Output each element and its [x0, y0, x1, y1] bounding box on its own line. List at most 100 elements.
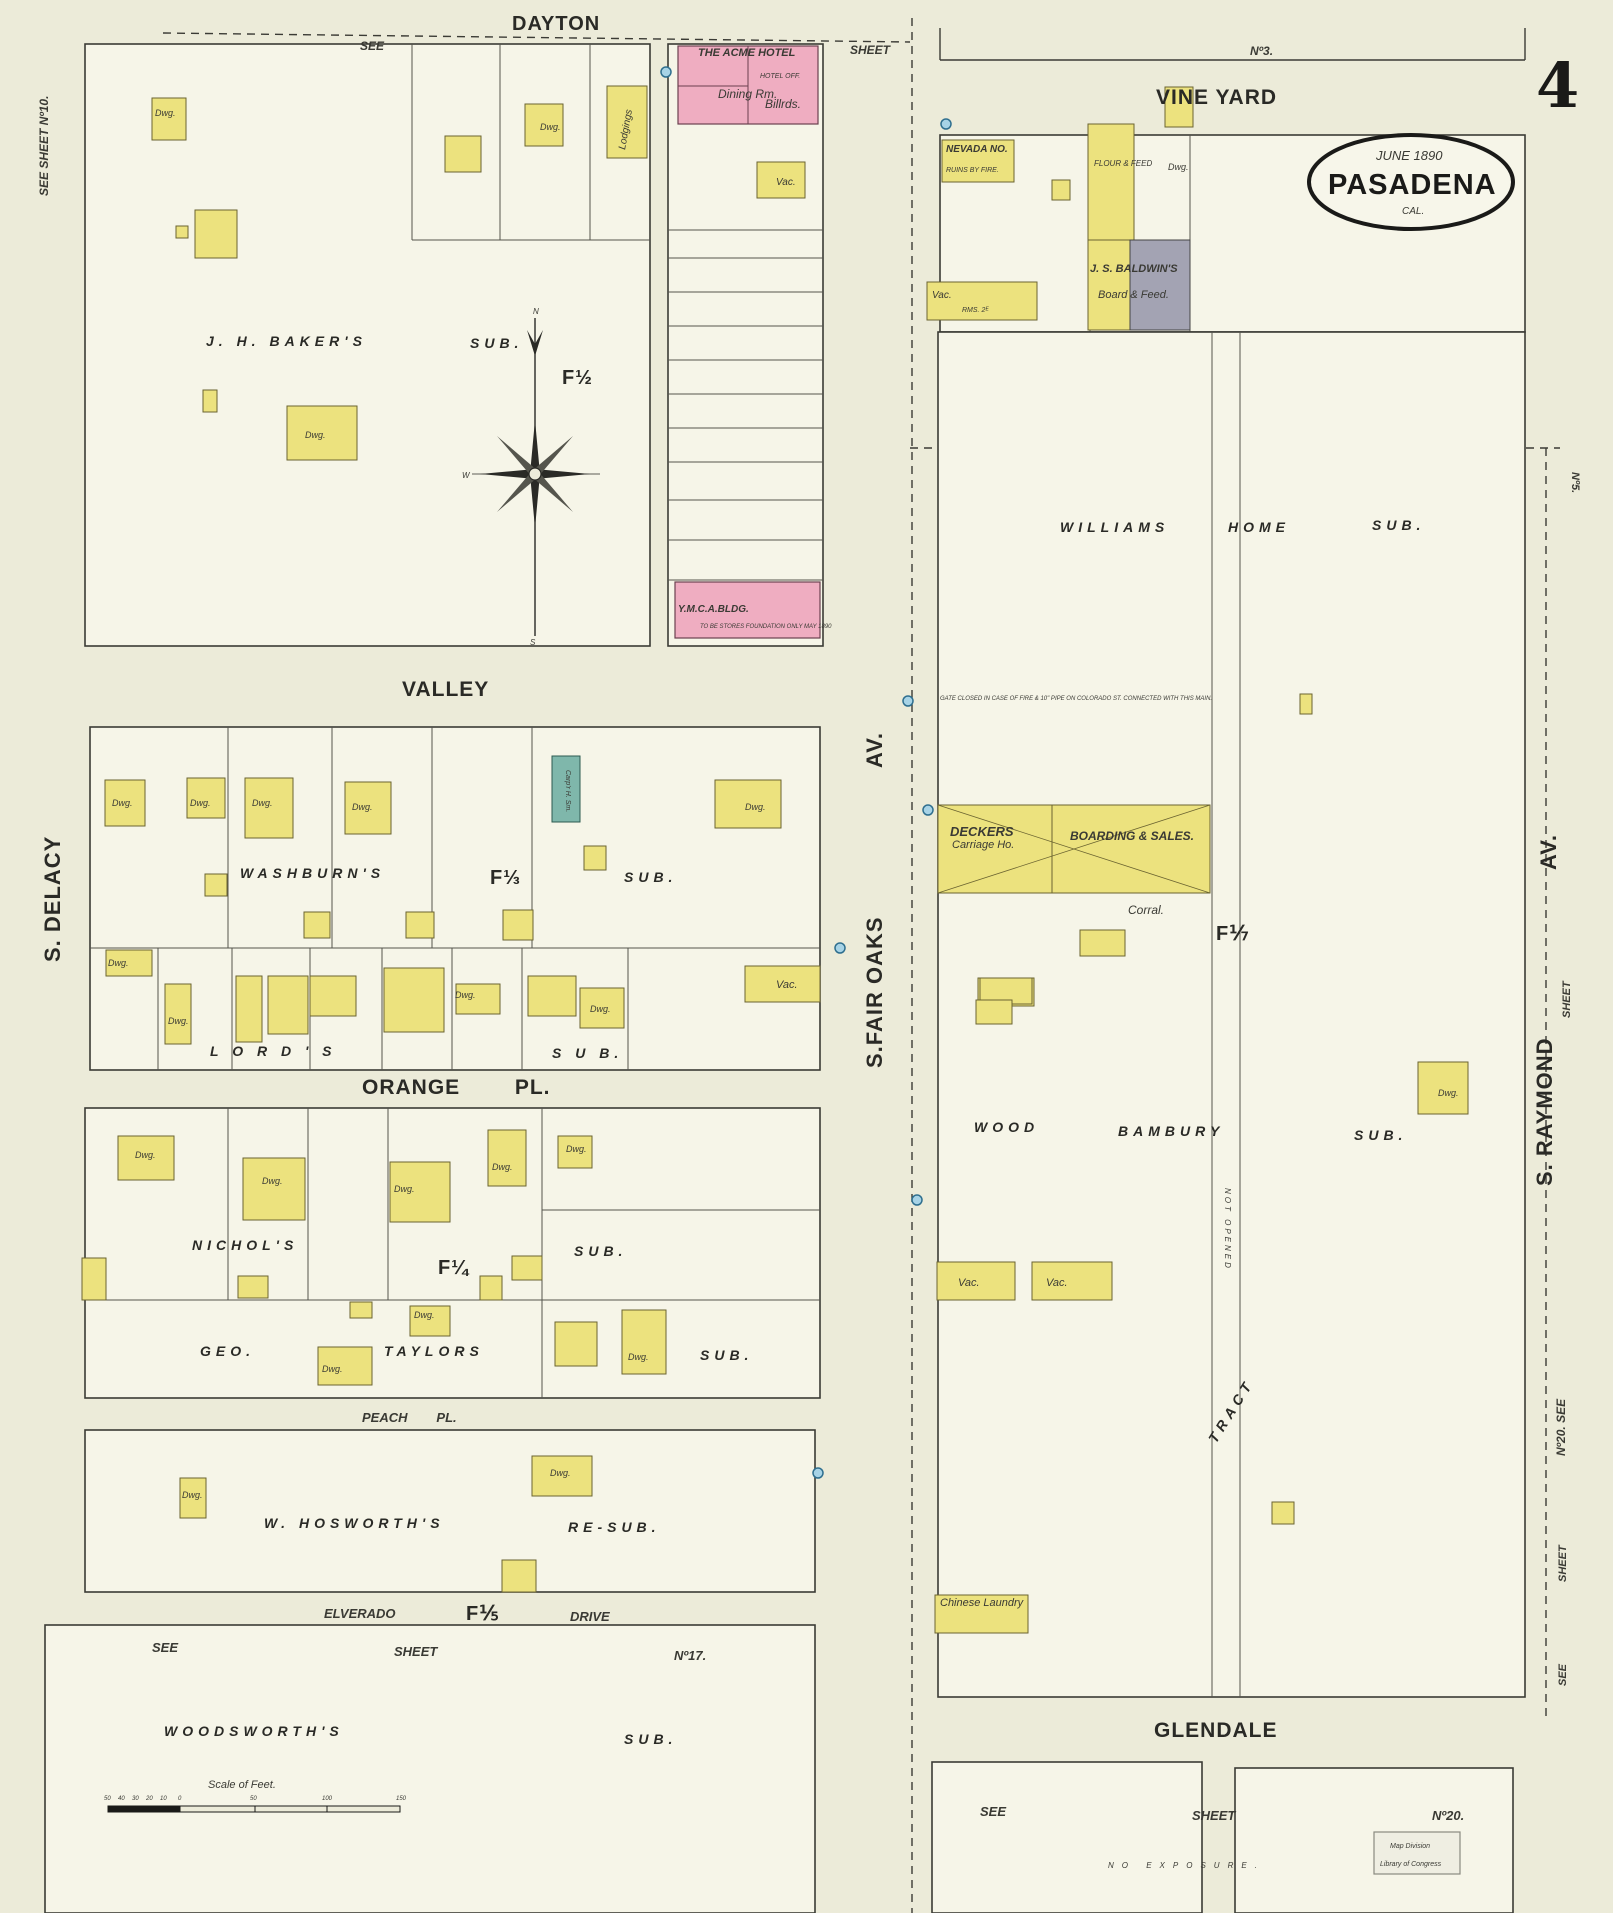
street-orange-pl: ORANGE PL.	[362, 1076, 551, 1099]
street-vineyard: VINE YARD	[1156, 86, 1277, 109]
dining-room-label: Dining Rm.	[718, 87, 777, 101]
nevada-ruins	[941, 139, 1015, 183]
sub-taylor-geo: GEO.	[200, 1343, 255, 1359]
ref-see-17: SEE	[152, 1640, 178, 1655]
ref-no20: Nº20.	[1432, 1808, 1464, 1823]
sub-nichol-sub: SUB.	[574, 1243, 627, 1259]
sub-nichol: NICHOL'S	[192, 1237, 298, 1253]
svg-text:Dwg.: Dwg.	[540, 122, 561, 132]
ymca-label: Y.M.C.A.BLDG.	[678, 604, 749, 615]
library-stamp: Map Division Library of Congress	[1373, 1831, 1461, 1875]
sub-washburn-sub: SUB.	[624, 869, 677, 885]
sub-bambury-sub: SUB.	[1354, 1127, 1407, 1143]
ymca-note: TO BE STORES FOUNDATION ONLY MAY 1890	[700, 624, 832, 630]
flour-feed-label: FLOUR & FEED	[1094, 159, 1152, 168]
ruins-label: RUINS BY FIRE.	[946, 167, 999, 174]
street-raymond-av: AV.	[1536, 834, 1561, 870]
sub-wood: WOOD	[974, 1119, 1039, 1135]
ref-no-exposure: NO EXPOSURE.	[1108, 1861, 1265, 1870]
block-hosworth	[84, 1429, 816, 1593]
chinese-laundry-label: Chinese Laundry	[940, 1597, 1025, 1609]
sub-williams: WILLIAMS	[1060, 519, 1169, 535]
title-state: CAL.	[1402, 206, 1424, 217]
street-drive: DRIVE	[570, 1609, 610, 1624]
rooms-label: RMS. 2ᴱ	[962, 307, 989, 314]
svg-text:Dwg.: Dwg.	[590, 1004, 611, 1014]
svg-text:Dwg.: Dwg.	[352, 802, 373, 812]
chinese-laundry	[934, 1594, 1029, 1634]
sub-baker: J. H. BAKER'S	[206, 333, 367, 349]
vacant-3	[936, 1261, 1016, 1301]
sub-taylor: TAYLORS	[384, 1343, 484, 1359]
sub-lord-sub: S U B.	[552, 1045, 623, 1061]
svg-text:Dwg.: Dwg.	[252, 798, 273, 808]
compass-n: N	[533, 307, 539, 316]
svg-text:Dwg.: Dwg.	[1168, 162, 1189, 172]
fire-label-f15: F⅕	[466, 1603, 500, 1625]
sub-williams-home: HOME	[1228, 519, 1290, 535]
block-bakers-sub	[84, 43, 824, 647]
svg-text:Dwg.: Dwg.	[414, 1310, 435, 1320]
title-date: JUNE 1890	[1375, 148, 1443, 163]
baldwins-stable: J. S. BALDWIN'S Board & Feed. FLOUR & FE…	[1087, 123, 1191, 331]
sub-taylor-sub: SUB.	[700, 1347, 753, 1363]
street-valley: VALLEY	[402, 678, 489, 701]
svg-text:Dwg.: Dwg.	[182, 1490, 203, 1500]
svg-text:Dwg.: Dwg.	[745, 802, 766, 812]
svg-text:50: 50	[104, 1796, 111, 1802]
sub-woodsworth: WOODSWORTH'S	[164, 1723, 344, 1739]
fire-label-f14: F¼	[438, 1257, 470, 1279]
block-glendale-south	[931, 1761, 1514, 1913]
dwellings	[104, 86, 1469, 1519]
sheet-number: 4	[1536, 49, 1579, 122]
vacant-4	[1031, 1261, 1113, 1301]
svg-text:Dwg.: Dwg.	[108, 958, 129, 968]
carriage-house-label: Carriage Ho.	[952, 839, 1014, 851]
vacant-store	[756, 161, 806, 199]
compass-w: W	[462, 471, 471, 480]
sub-washburn: WASHBURN'S	[240, 865, 385, 881]
ref-sheet-20: SHEET	[1192, 1808, 1236, 1823]
ref-see-10: SEE SHEET Nº10.	[37, 96, 51, 196]
compass-rose: N S W	[462, 307, 600, 647]
sub-baker-sub: SUB.	[470, 335, 523, 351]
sub-hosworth: W. HOSWORTH'S	[264, 1515, 445, 1531]
billiards-label: Billrds.	[765, 97, 801, 111]
lodgings	[606, 85, 648, 159]
svg-text:Dwg.: Dwg.	[455, 990, 476, 1000]
svg-text:Dwg.: Dwg.	[394, 1184, 415, 1194]
sub-williams-sub: SUB.	[1372, 517, 1425, 533]
deckers-label: DECKERS	[950, 824, 1014, 839]
vac-label-3: Vac.	[958, 1277, 980, 1289]
fire-label-f12: F½	[562, 367, 593, 389]
street-s-delacy: S. DELACY	[40, 836, 65, 962]
sub-woodsworth-sub: SUB.	[624, 1731, 677, 1747]
street-peach-pl: PEACH PL.	[362, 1410, 457, 1425]
gate-note: GATE CLOSED IN CASE OF FIRE & 10" PIPE O…	[940, 696, 1212, 702]
corral-label: Corral.	[1128, 903, 1164, 917]
svg-text:20: 20	[145, 1796, 153, 1802]
scale-of-feet: Scale of Feet. 50 40 30 20 10 0 50 100 1…	[104, 1779, 407, 1813]
ref-no20-right: Nº20. SEE	[1554, 1398, 1568, 1456]
svg-text:Dwg.: Dwg.	[112, 798, 133, 808]
svg-text:40: 40	[118, 1796, 125, 1802]
block-williams-wood	[937, 331, 1526, 1698]
acme-hotel-label: THE ACME HOTEL	[698, 47, 796, 59]
svg-text:Dwg.: Dwg.	[628, 1352, 649, 1362]
block-woodsworth	[44, 1624, 816, 1913]
svg-text:Dwg.: Dwg.	[168, 1016, 189, 1026]
dwelling-labels: Dwg. Dwg. Dwg. Dwg. Dwg. Dwg. Dwg. Dwg. …	[108, 108, 1459, 1500]
ref-see-right: SEE	[1557, 1663, 1569, 1686]
street-s-raymond: S. RAYMOND	[1532, 1037, 1557, 1186]
svg-text:Dwg.: Dwg.	[305, 430, 326, 440]
board-feed-label: Board & Feed.	[1098, 289, 1169, 301]
fire-label-f17: F⅐	[1216, 923, 1250, 945]
fire-label-f13: F⅓	[490, 867, 521, 889]
ref-no5: Nº5.	[1569, 472, 1581, 493]
ref-no3: Nº3.	[1250, 44, 1273, 58]
acme-hotel: THE ACME HOTEL Dining Rm. Billrds. HOTEL…	[677, 45, 819, 125]
svg-text:Dwg.: Dwg.	[550, 1468, 571, 1478]
shed-corral	[1079, 929, 1126, 957]
svg-text:50: 50	[250, 1796, 257, 1802]
ref-sheet-17: SHEET	[394, 1644, 438, 1659]
